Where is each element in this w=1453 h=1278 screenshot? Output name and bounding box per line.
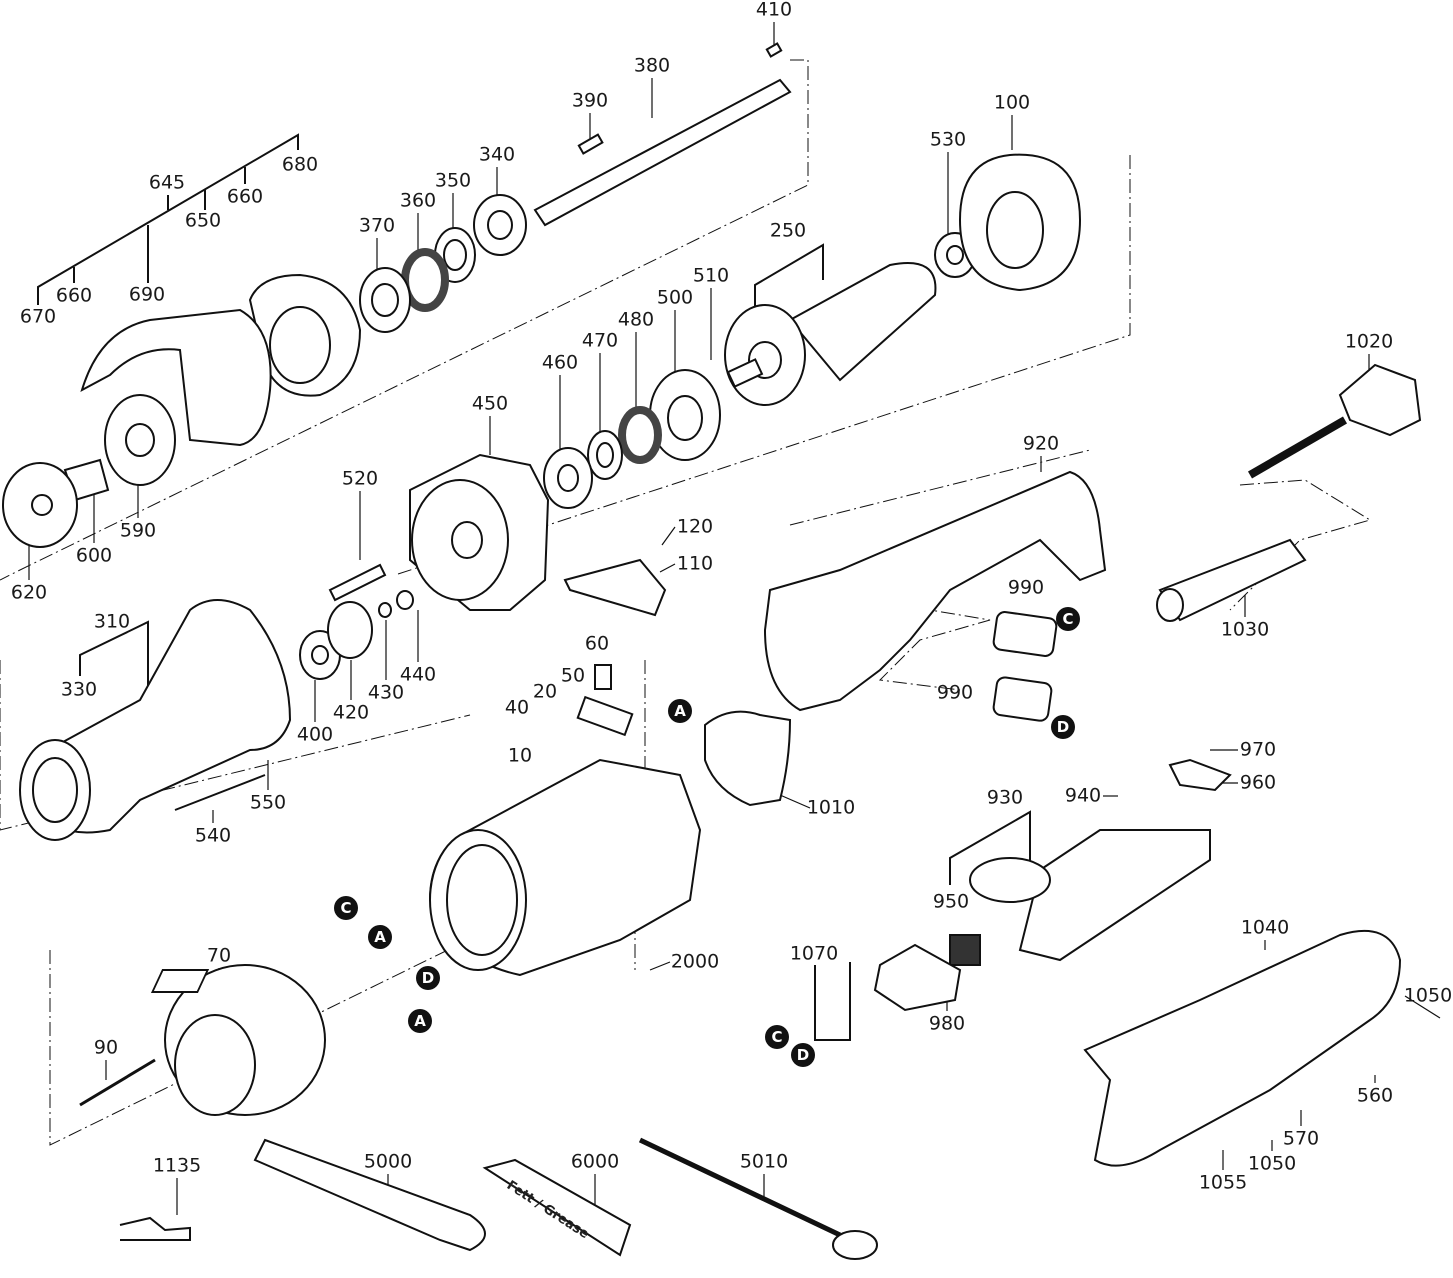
part-number-label: 370 <box>358 214 396 237</box>
part-number-label: 480 <box>617 308 655 331</box>
part-number-label: 560 <box>1356 1084 1394 1107</box>
part-number-label: 690 <box>128 283 166 306</box>
part-number-label: 50 <box>560 664 586 687</box>
part-number-label: 990 <box>1007 576 1045 599</box>
part-number-label: 1135 <box>152 1154 202 1177</box>
part-number-label: 310 <box>93 610 131 633</box>
leader-lines <box>37 133 1031 1041</box>
part-number-label: 350 <box>434 169 472 192</box>
part-number-label: 960 <box>1239 771 1277 794</box>
part-number-label: 940 <box>1064 784 1102 807</box>
part-number-label: 110 <box>676 552 714 575</box>
part-number-label: 660 <box>55 284 93 307</box>
part-number-label: 6000 <box>570 1150 620 1173</box>
part-number-label: 510 <box>692 264 730 287</box>
part-number-label: 5000 <box>363 1150 413 1173</box>
part-number-label: 680 <box>281 153 319 176</box>
part-number-label: 620 <box>10 581 48 604</box>
part-number-label: 550 <box>249 791 287 814</box>
part-number-label: 1050 <box>1403 984 1453 1007</box>
part-number-label: 645 <box>148 171 186 194</box>
part-number-label: 660 <box>226 185 264 208</box>
part-number-label: 950 <box>932 890 970 913</box>
part-number-label: 40 <box>504 696 530 719</box>
part-number-label: 380 <box>633 54 671 77</box>
part-number-label: 1050 <box>1247 1152 1297 1175</box>
part-number-label: 400 <box>296 723 334 746</box>
part-number-label: 360 <box>399 189 437 212</box>
part-number-label: 1020 <box>1344 330 1394 353</box>
part-number-label: 450 <box>471 392 509 415</box>
part-number-label: 970 <box>1239 738 1277 761</box>
part-number-label: 530 <box>929 128 967 151</box>
part-number-label: 60 <box>584 632 610 655</box>
part-number-label: 670 <box>19 305 57 328</box>
part-number-label: 1030 <box>1220 618 1270 641</box>
part-number-label: 460 <box>541 351 579 374</box>
connector-marker: A <box>668 699 692 723</box>
connector-marker: D <box>791 1043 815 1067</box>
part-number-label: 20 <box>532 680 558 703</box>
connector-marker: C <box>334 896 358 920</box>
part-number-label: 540 <box>194 824 232 847</box>
connector-marker: D <box>1051 715 1075 739</box>
part-number-label: 500 <box>656 286 694 309</box>
connector-marker: A <box>368 925 392 949</box>
part-number-label: 100 <box>993 91 1031 114</box>
part-number-label: 980 <box>928 1012 966 1035</box>
part-number-label: 430 <box>367 681 405 704</box>
connector-marker: C <box>765 1025 789 1049</box>
part-number-label: 1070 <box>789 942 839 965</box>
part-number-label: 2000 <box>670 950 720 973</box>
part-number-label: 470 <box>581 329 619 352</box>
part-number-label: 410 <box>755 0 793 21</box>
part-number-label: 570 <box>1282 1127 1320 1150</box>
part-number-label: 420 <box>332 701 370 724</box>
part-number-label: 1010 <box>806 796 856 819</box>
parts <box>2 42 1422 1260</box>
connector-marker: A <box>408 1009 432 1033</box>
part-number-label: 340 <box>478 143 516 166</box>
part-number-label: 650 <box>184 209 222 232</box>
part-number-label: 390 <box>571 89 609 112</box>
part-number-label: 250 <box>769 219 807 242</box>
part-number-label: 600 <box>75 544 113 567</box>
connector-marker: C <box>1056 607 1080 631</box>
part-number-label: 5010 <box>739 1150 789 1173</box>
thin-leaders <box>28 22 1441 1215</box>
part-number-label: 590 <box>119 519 157 542</box>
part-number-label: 930 <box>986 786 1024 809</box>
part-number-label: 90 <box>93 1036 119 1059</box>
part-number-label: 1040 <box>1240 916 1290 939</box>
part-number-label: 70 <box>206 944 232 967</box>
part-number-label: 440 <box>399 663 437 686</box>
part-number-label: 1055 <box>1198 1171 1248 1194</box>
part-number-label: 120 <box>676 515 714 538</box>
part-number-label: 10 <box>507 744 533 767</box>
part-number-label: 920 <box>1022 432 1060 455</box>
part-number-label: 520 <box>341 467 379 490</box>
part-number-label: 990 <box>936 681 974 704</box>
part-number-label: 330 <box>60 678 98 701</box>
connector-marker: D <box>416 966 440 990</box>
